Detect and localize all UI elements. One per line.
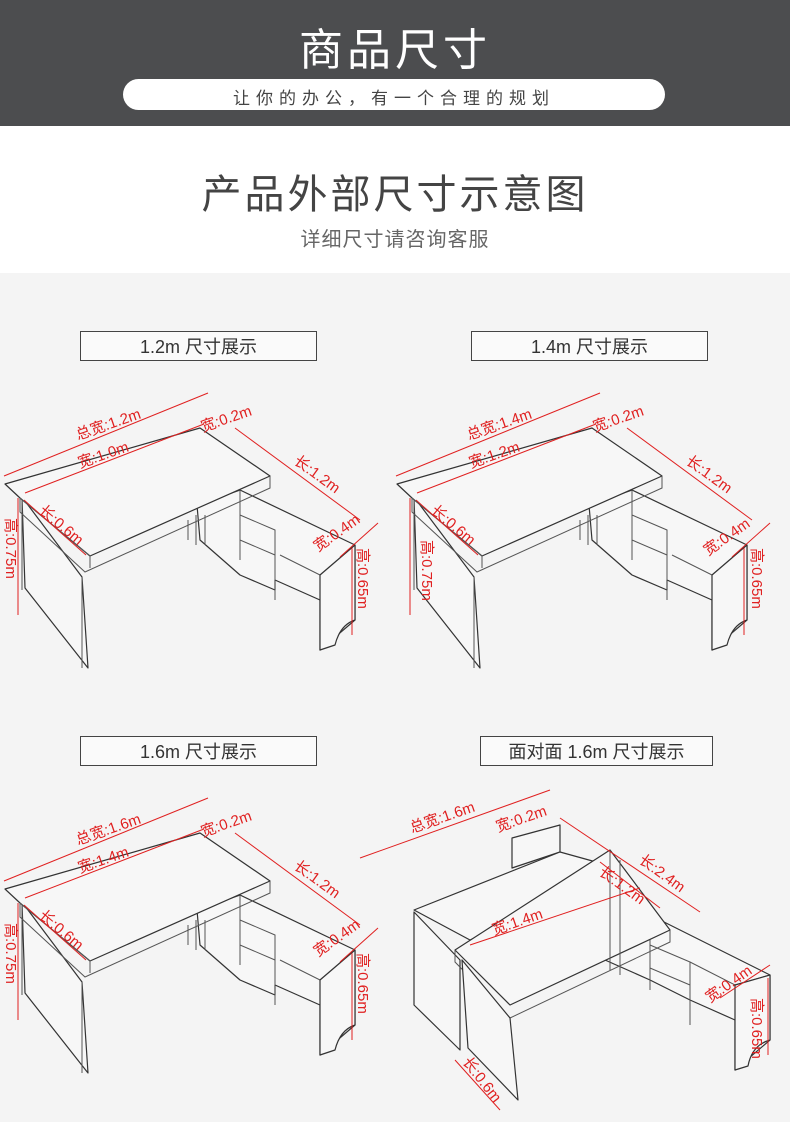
dim-height: 高:0.75m	[418, 540, 435, 601]
dim-total-width: 总宽:1.4m	[465, 406, 534, 444]
dim-height: 高:0.75m	[2, 923, 19, 984]
panel-label-1-2m: 1.2m 尺寸展示	[80, 331, 317, 361]
desk-drawing-face-to-face	[359, 789, 771, 1111]
header-title: 商品尺寸	[299, 26, 491, 75]
panel-label-face-to-face: 面对面 1.6m 尺寸展示	[480, 736, 713, 766]
header-banner: 商品尺寸 让你的办公，有一个合理的规划	[0, 0, 790, 126]
dim-side-width: 宽:0.2m	[199, 808, 254, 841]
subtitle-pill: 让你的办公，有一个合理的规划	[123, 79, 665, 110]
section-subtitle: 详细尺寸请咨询客服	[300, 229, 490, 251]
desk-drawing-1-6m	[3, 797, 379, 1074]
dim-side-width: 宽:0.2m	[591, 403, 646, 436]
dim-total-width: 总宽:1.6m	[408, 799, 477, 837]
dim-cabinet-height: 高:0.65m	[748, 548, 765, 609]
dim-cabinet-height: 高:0.65m	[748, 998, 765, 1059]
panel-label-1-6m: 1.6m 尺寸展示	[80, 736, 317, 766]
panel-label-1-4m: 1.4m 尺寸展示	[471, 331, 708, 361]
dim-side-width: 宽:0.2m	[199, 403, 254, 436]
dim-cabinet-height: 高:0.65m	[354, 953, 371, 1014]
dim-total-width: 总宽:1.2m	[74, 406, 143, 444]
dim-cabinet-height: 高:0.65m	[354, 548, 371, 609]
dim-height: 高:0.75m	[2, 518, 19, 579]
header-subtitle: 让你的办公，有一个合理的规划	[233, 89, 555, 108]
dim-total-width: 总宽:1.6m	[74, 811, 143, 849]
section-title: 产品外部尺寸示意图	[201, 173, 589, 217]
desk-drawing-1-2m	[3, 392, 379, 669]
desk-drawing-1-4m	[395, 392, 771, 669]
